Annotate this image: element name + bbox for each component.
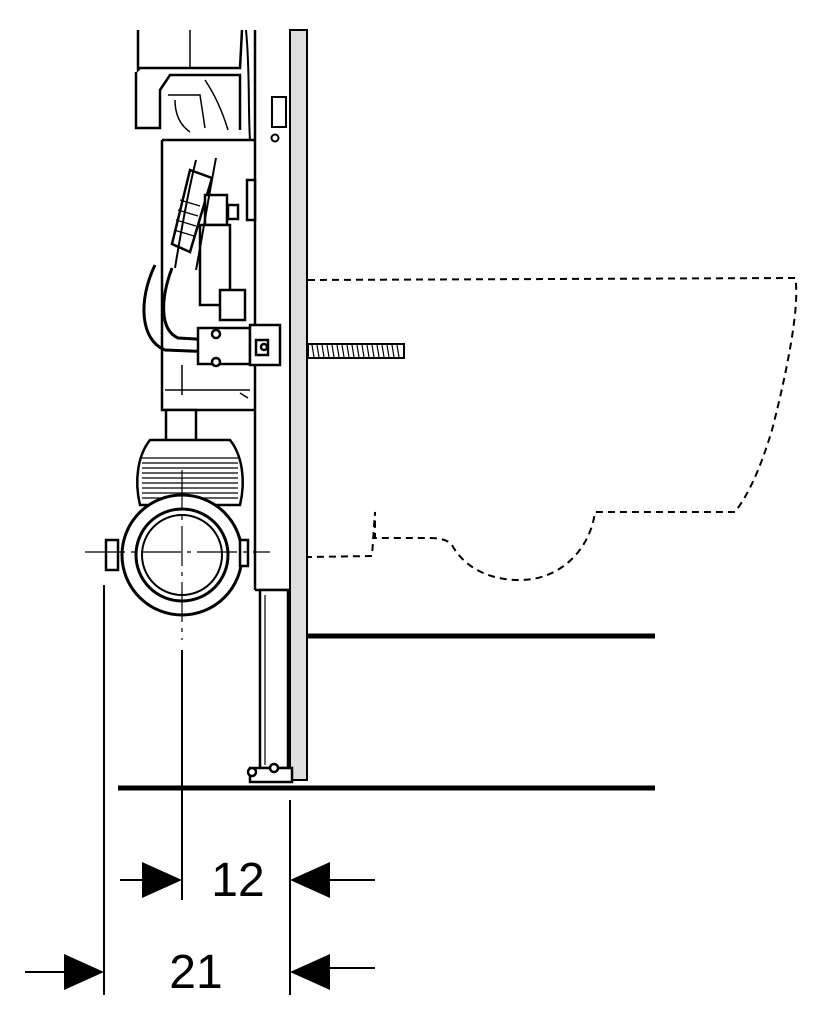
dimension-12: 12 — [120, 854, 375, 907]
fixing-bolt — [307, 343, 405, 359]
arrow-right-icon — [142, 862, 182, 898]
dimension-label-12: 12 — [211, 854, 264, 907]
centre-lines — [85, 470, 270, 640]
dimension-21: 21 — [25, 946, 375, 999]
arrow-left-icon — [290, 862, 330, 898]
fixing-bracket — [196, 323, 282, 368]
arrow-right-icon — [64, 954, 104, 990]
arrow-left-icon — [290, 954, 330, 990]
panel-indicator — [270, 96, 287, 143]
wc-pan-outline — [307, 276, 798, 582]
wall-panel — [253, 29, 308, 781]
cistern-top — [134, 29, 251, 141]
drain-pipe — [104, 408, 250, 617]
cistern-body — [160, 138, 255, 412]
dimension-label-21: 21 — [169, 946, 222, 999]
frame-foot — [246, 762, 294, 784]
frame-leg — [258, 588, 290, 770]
inlet-valve — [142, 157, 257, 354]
extension-lines — [103, 585, 291, 995]
